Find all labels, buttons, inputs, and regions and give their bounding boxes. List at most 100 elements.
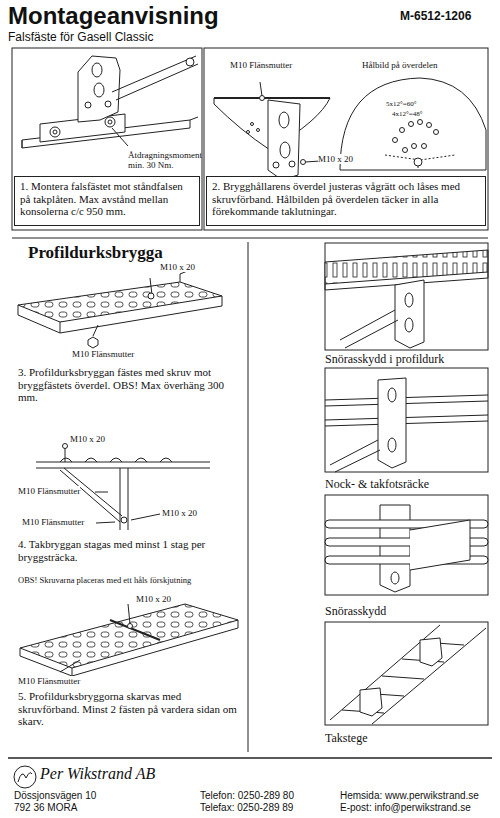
seam-clamp-drawing <box>53 130 57 134</box>
bracket-drawing <box>414 158 422 166</box>
step-text: 2. Brygghållarens överdel justeras vågrä… <box>212 180 480 218</box>
part-label: M10 x 20 <box>318 154 353 164</box>
deck-stay-drawing <box>63 444 68 449</box>
bracket-drawing <box>257 129 260 132</box>
part-label: M10 x 20 <box>160 262 195 272</box>
profile-deck-drawing <box>150 278 152 295</box>
bracket-drawing <box>289 161 295 167</box>
bracket-drawing <box>403 148 408 153</box>
seam-clamp-drawing <box>112 128 128 146</box>
snow-guard-drawing <box>325 495 488 595</box>
note: OBS! Skruvarna placeras med ett håls för… <box>18 576 218 586</box>
deck-joint-drawing <box>20 620 238 676</box>
frame-caption: Nock- & takfotsräcke <box>325 478 488 492</box>
seam-clamp-drawing <box>112 56 198 100</box>
part-label: M10 Flänsmutter <box>22 517 84 527</box>
bracket-drawing <box>418 120 423 125</box>
snow-guard-deck-drawing <box>325 243 488 350</box>
angle-label: 5x12°=60° <box>386 100 417 108</box>
roof-ladder-drawing <box>420 638 442 666</box>
bracket-drawing <box>434 130 439 135</box>
doc-number: M-6512-1206 <box>400 10 471 24</box>
profile-deck-drawing <box>88 337 98 348</box>
page-title: Montageanvisning <box>8 2 219 30</box>
panel-frame <box>12 238 488 239</box>
bracket-drawing <box>268 100 300 180</box>
part-label: M10 Flänsmutter <box>230 60 292 70</box>
frame-caption: Snörasskydd i profildurk <box>325 353 488 367</box>
seam-clamp-drawing <box>92 63 102 77</box>
seam-clamp-drawing <box>105 117 115 127</box>
deck-stay-drawing <box>120 468 128 530</box>
bracket-drawing <box>422 144 427 149</box>
step-text: 3. Profildurksbryggan fästes med skruv m… <box>18 366 240 404</box>
ridge-rail-drawing <box>388 438 396 452</box>
photo-frame: Nock- & takfotsräcke <box>325 368 488 492</box>
deck-joint-drawing <box>128 604 130 624</box>
step-text: 4. Takbryggan stagas med minst 1 stag pe… <box>18 538 240 563</box>
snow-guard-deck-drawing <box>405 318 413 332</box>
photo-frame: Snörasskydd i profildurk <box>325 243 488 367</box>
snow-guard-drawing <box>325 495 488 595</box>
profile-deck-drawing <box>93 325 98 336</box>
profile-deck-drawing <box>18 296 222 333</box>
seam-clamp-drawing <box>50 127 60 137</box>
panel-frame <box>8 757 492 759</box>
seam-clamp-drawing <box>186 58 194 66</box>
bracket-drawing <box>301 160 306 165</box>
snow-guard-deck-drawing <box>325 250 488 284</box>
website: Hemsida: www.perwikstrand.se <box>340 790 479 802</box>
section-heading: Profildurksbrygga <box>28 243 163 263</box>
bracket-drawing <box>279 112 289 128</box>
phone: Telefon: 0250-289 80 <box>200 790 294 802</box>
part-label: M10 x 20 <box>70 434 105 444</box>
deck-joint-drawing <box>20 604 238 676</box>
snow-guard-deck-drawing <box>395 280 424 348</box>
panel-frame <box>204 48 488 230</box>
bracket-drawing <box>393 138 398 143</box>
angle-label: 4x12°=48° <box>392 110 423 118</box>
ridge-rail-drawing <box>378 378 406 468</box>
snow-guard-deck-drawing <box>340 310 398 348</box>
part-label: M10 x 20 <box>136 594 171 604</box>
step-text: 5. Profildurksbryggorna skarvas med skru… <box>18 690 240 728</box>
illustration <box>8 48 492 788</box>
roof-ladder-drawing <box>330 625 486 724</box>
fax: Telefax: 0250-289 89 <box>200 802 293 814</box>
deck-stay-drawing <box>95 492 108 493</box>
part-label: M10 Flänsmutter <box>18 486 80 496</box>
company-logo <box>14 766 36 788</box>
part-label: M10 Flänsmutter <box>18 676 80 686</box>
deck-joint-drawing <box>110 620 160 640</box>
bracket-drawing <box>247 131 250 134</box>
snow-guard-deck-drawing <box>325 243 488 350</box>
bracket-drawing <box>280 142 290 158</box>
frame-caption: Snörasskydd <box>325 605 488 619</box>
ridge-rail-drawing <box>330 440 380 472</box>
seam-clamp-drawing <box>105 101 111 107</box>
bracket-drawing <box>412 144 417 149</box>
frame-caption: Takstege <box>325 732 488 746</box>
bracket-drawing <box>427 123 432 128</box>
seam-clamp-drawing <box>94 83 104 97</box>
deck-joint-drawing <box>60 660 80 672</box>
email: E-post: info@perwikstrand.se <box>340 802 471 814</box>
profile-deck-drawing <box>18 282 222 322</box>
panel-frame <box>248 242 249 752</box>
step-box: 1. Montera falsfästet mot ståndfalsen på… <box>14 176 200 226</box>
company-logo <box>18 773 32 782</box>
bracket-drawing <box>260 96 265 101</box>
deck-stay-drawing <box>121 517 127 523</box>
deck-joint-drawing <box>20 604 238 668</box>
snow-guard-deck-drawing <box>405 293 413 307</box>
bracket-drawing <box>340 78 486 170</box>
ridge-rail-drawing <box>325 368 488 472</box>
panel-frame <box>8 48 492 758</box>
seam-clamp-drawing <box>22 56 198 148</box>
ridge-rail-drawing <box>325 368 488 472</box>
company-logo <box>14 766 36 788</box>
caption: Hålbild på överdelen <box>362 60 437 70</box>
snow-guard-drawing <box>410 520 470 570</box>
deck-stay-drawing <box>60 458 172 462</box>
step-text: 1. Montera falsfästet mot ståndfalsen på… <box>20 180 194 218</box>
